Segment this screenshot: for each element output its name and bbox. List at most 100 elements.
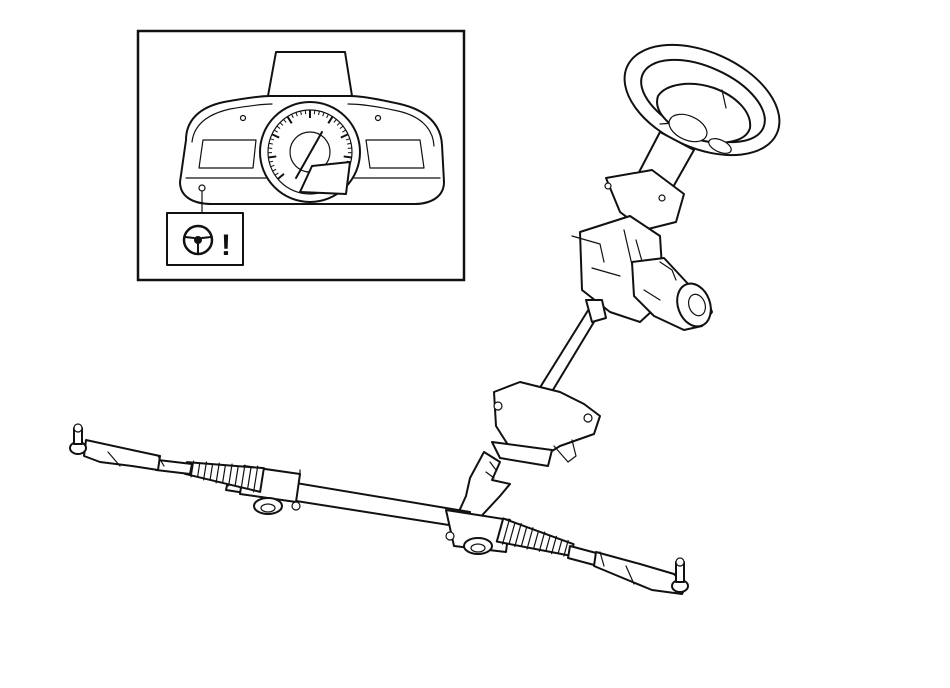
gauge-tick (295, 112, 298, 117)
bellows-ring (508, 522, 516, 545)
warning-exclamation-mark: ! (221, 229, 231, 262)
gauge-tick (336, 122, 341, 126)
bracket-bolt-2 (658, 194, 666, 202)
right-tie-rod (567, 545, 689, 595)
bellows-ring (209, 463, 214, 481)
right-mount-bushing-hole (470, 543, 486, 553)
bellows-ring (501, 518, 511, 545)
bellows-ring (196, 462, 201, 478)
gauge-tick (271, 133, 280, 139)
gauge-tick (322, 112, 325, 117)
gauge-tick (343, 155, 352, 159)
right-bellows-boot (495, 517, 575, 557)
left-tie-rod-end (83, 439, 161, 471)
bellows-ring (228, 463, 233, 487)
cluster-screw-left (239, 114, 247, 122)
pinion-boot-flange (491, 441, 553, 467)
bellows-ring (520, 526, 528, 547)
cluster-hood (267, 51, 353, 97)
motor-detail (643, 261, 677, 301)
gauge-tick (270, 138, 275, 141)
right-display (365, 139, 425, 169)
bellows-ring (563, 540, 569, 557)
gauge-tick (269, 160, 274, 163)
bracket-bolt-1 (604, 182, 612, 190)
bellows-ring (247, 466, 252, 490)
gauge-tick (286, 116, 293, 124)
gauge-tick (345, 138, 350, 141)
gauge-tick (272, 168, 277, 172)
dash-bracket (493, 381, 601, 463)
steering-column (571, 131, 713, 331)
rack-bolt-left (291, 501, 301, 511)
bellows-ring (190, 460, 195, 478)
rack-bolt-right (445, 531, 455, 541)
upper-universal-joint (585, 299, 607, 323)
right-lock-nut (599, 551, 605, 567)
bellows-ring (557, 539, 563, 555)
warning-lamp-location (198, 184, 206, 192)
bellows-ring (221, 464, 227, 484)
gauge-tick (326, 114, 329, 119)
bellows-ring (253, 465, 259, 493)
gauge-tick (333, 119, 337, 123)
right-tie-rod-end (593, 551, 687, 595)
gauge-tick (340, 133, 349, 139)
left-lock-nut (157, 455, 165, 467)
bellows-ring (215, 462, 220, 484)
column-housing-detail (571, 235, 621, 277)
right-stud-nut (675, 557, 685, 567)
bellows-ring (514, 522, 522, 548)
motor-end-cap (687, 293, 707, 317)
pinion-housing-body (455, 451, 511, 525)
left-display (198, 139, 257, 169)
bellows-ring (240, 464, 246, 490)
column-tilt-bracket (605, 169, 685, 231)
cluster-bezel-right (347, 103, 435, 147)
gauge-tick (347, 142, 352, 145)
left-stud-nut (73, 423, 83, 433)
bellows-ring (202, 461, 208, 481)
inset-instrument-cluster: ! (136, 29, 466, 282)
steering-warning-light: ! (166, 212, 244, 266)
bellows-ring (532, 530, 540, 550)
bracket-hole-2 (583, 413, 593, 423)
bellows-ring (545, 535, 551, 552)
pinion-seal-lines (485, 461, 497, 479)
gauge-tick (268, 142, 273, 145)
bellows-ring (550, 535, 558, 555)
bellows-body (184, 461, 265, 493)
gauge-tick (342, 129, 347, 133)
gauge-tick (291, 114, 294, 119)
steering-gear-rack (184, 460, 575, 557)
cluster-screw-right (374, 114, 382, 122)
left-bellows-boot (184, 460, 265, 493)
gauge-needle (295, 131, 323, 179)
wheel-lower-cover (708, 138, 732, 154)
gauge-tick (300, 110, 302, 116)
bellows-ring (234, 465, 239, 487)
gauge-digital-display (299, 161, 351, 195)
gauge-tick (276, 125, 281, 129)
gauge-tick (277, 173, 285, 180)
gauge-tick (273, 129, 278, 133)
bellows-ring (538, 531, 546, 552)
gauge-tick (279, 122, 284, 126)
gauge-tick (283, 119, 287, 123)
wheel-center-boss (668, 113, 708, 143)
gauge-tick (268, 155, 277, 159)
left-tie-rod-end-detail (107, 451, 121, 467)
right-tie-rod-end-detail (625, 565, 635, 585)
steering-wheel-exclamation-icon (182, 224, 214, 256)
bracket-hole-1 (493, 401, 503, 411)
gauge-tick (270, 164, 275, 168)
mounting-bracket (493, 381, 601, 457)
gauge-tick (318, 110, 320, 116)
steering-wheel (623, 43, 781, 157)
left-mount-bushing-hole (260, 503, 276, 513)
bracket-tab (553, 439, 577, 463)
gauge-tick (339, 125, 344, 129)
gauge-tick (327, 116, 334, 124)
